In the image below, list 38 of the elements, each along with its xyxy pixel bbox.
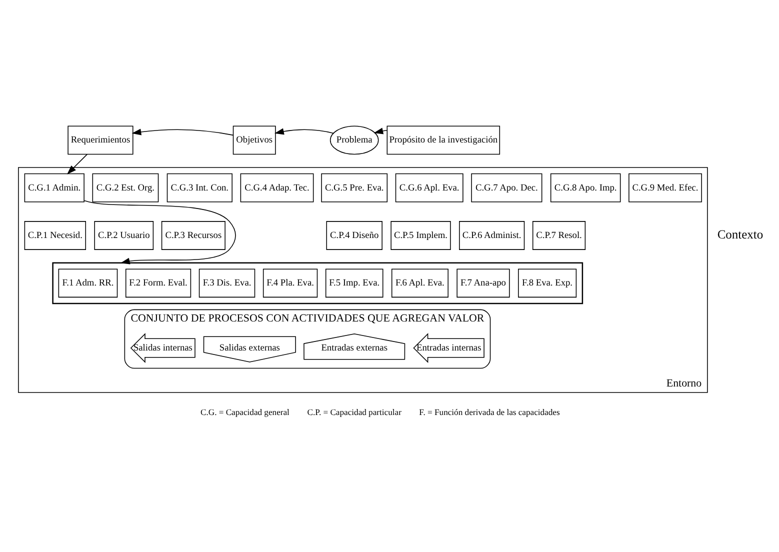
- label: C.G. = Capacidad general: [200, 406, 290, 416]
- label: C.P. = Capacidad particular: [307, 406, 402, 416]
- arrow: [67, 153, 88, 174]
- node-box: C.G.8 Apo. Imp.: [550, 172, 621, 202]
- arrow: [374, 127, 388, 134]
- node-box: C.G.4 Adap. Tec.: [240, 172, 314, 202]
- arrow: [132, 128, 234, 136]
- node-box: C.G.2 Est. Org.: [92, 172, 159, 202]
- node-box: F.3 Dis. Eva.: [198, 268, 256, 298]
- node-box: C.G.1 Admin.: [24, 172, 84, 202]
- node-box: C.G.5 Pre. Eva.: [321, 172, 388, 202]
- node-box: F.7 Ana-apo: [456, 268, 510, 298]
- label: F. = Función derivada de las capacidades: [419, 406, 560, 416]
- node-box: Propósito de la investigación: [386, 125, 500, 154]
- node-box: F.8 Eva. Exp.: [518, 268, 577, 298]
- arrow: [84, 200, 236, 264]
- cluster: [52, 262, 584, 304]
- node-box: C.P.1 Necesid.: [24, 220, 86, 250]
- node-box: F.4 Pla. Eva.: [262, 268, 318, 298]
- node-box: F.6 Apl. Eva.: [391, 268, 448, 298]
- node-box: C.P.6 Administ.: [459, 220, 525, 250]
- node-box: F.2 Form. Eval.: [125, 268, 192, 298]
- node-box: F.1 Adm. RR.: [58, 268, 118, 298]
- node-box: C.P.3 Recursos: [161, 220, 226, 250]
- node-box: Requerimientos: [68, 125, 134, 154]
- node-box: F.5 Imp. Eva.: [325, 268, 384, 298]
- label: Contexto: [717, 226, 764, 241]
- node-box: C.G.3 Int. Con.: [166, 172, 232, 202]
- node-box: C.G.6 Apl. Eva.: [395, 172, 464, 202]
- arrow: [274, 128, 334, 134]
- node-box: C.G.9 Med. Efec.: [628, 172, 702, 202]
- node-box: C.G.7 Apo. Dec.: [471, 172, 542, 202]
- node-box: Objetivos: [232, 125, 276, 154]
- node-ellipse: Problema: [330, 125, 379, 154]
- node-box: C.P.4 Diseño: [326, 220, 382, 250]
- node-box: C.P.7 Resol.: [532, 220, 586, 250]
- node-box: C.P.5 Implem.: [390, 220, 451, 250]
- node-box: C.P.2 Usuario: [94, 220, 154, 250]
